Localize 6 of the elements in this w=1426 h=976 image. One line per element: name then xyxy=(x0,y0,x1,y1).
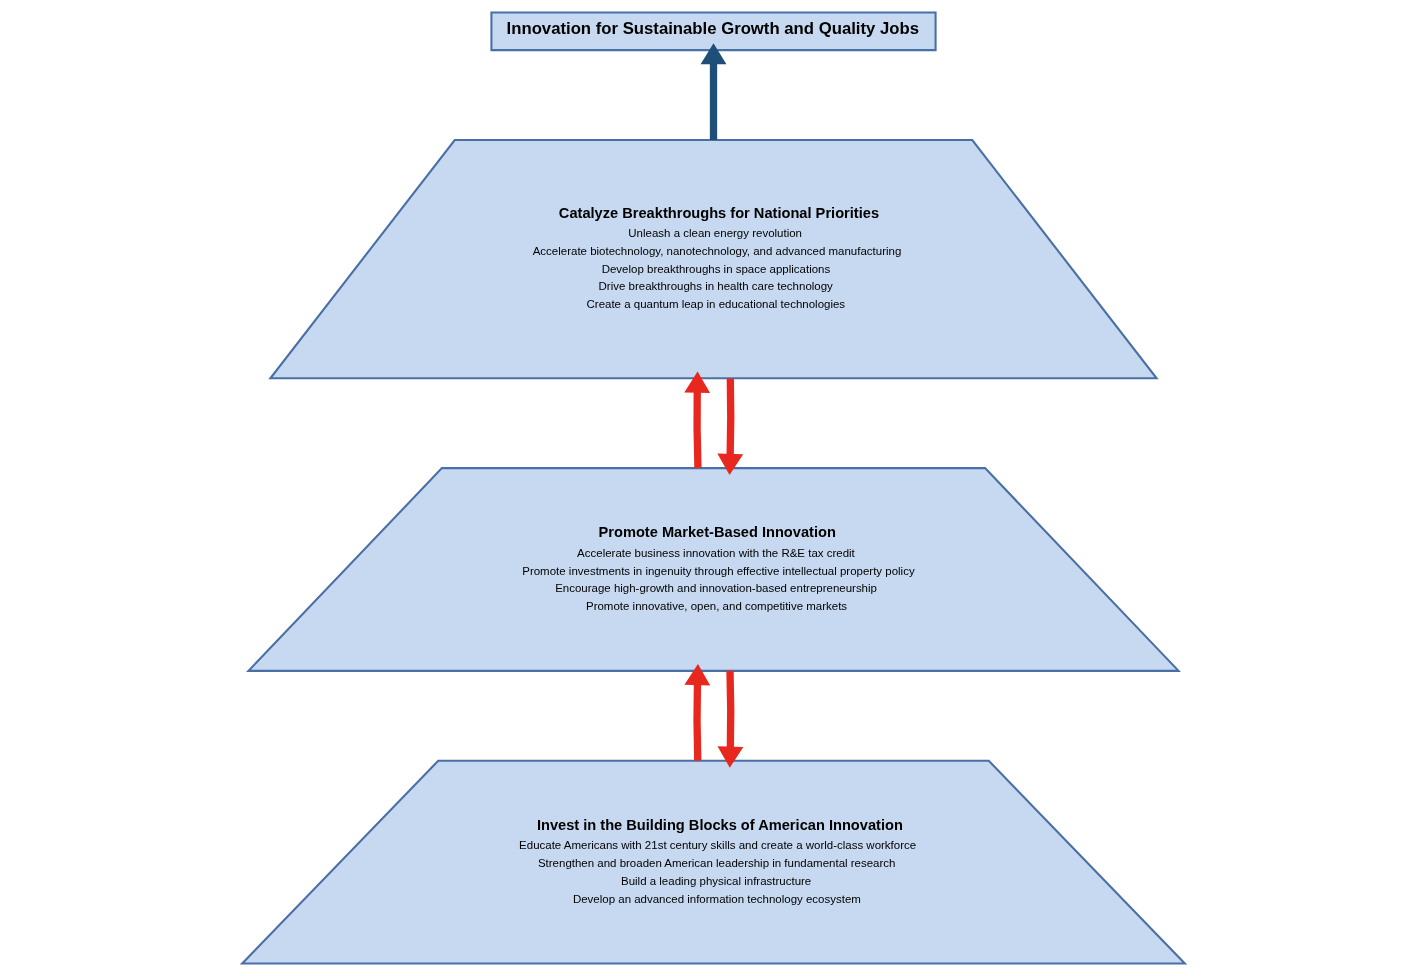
node-box: Innovation for Sustainable Growth and Quality Jobs xyxy=(489,11,937,52)
arrow xyxy=(683,663,710,761)
arrow xyxy=(700,43,726,140)
arrow xyxy=(683,371,710,469)
arrow xyxy=(717,670,743,768)
arrow xyxy=(716,378,743,475)
